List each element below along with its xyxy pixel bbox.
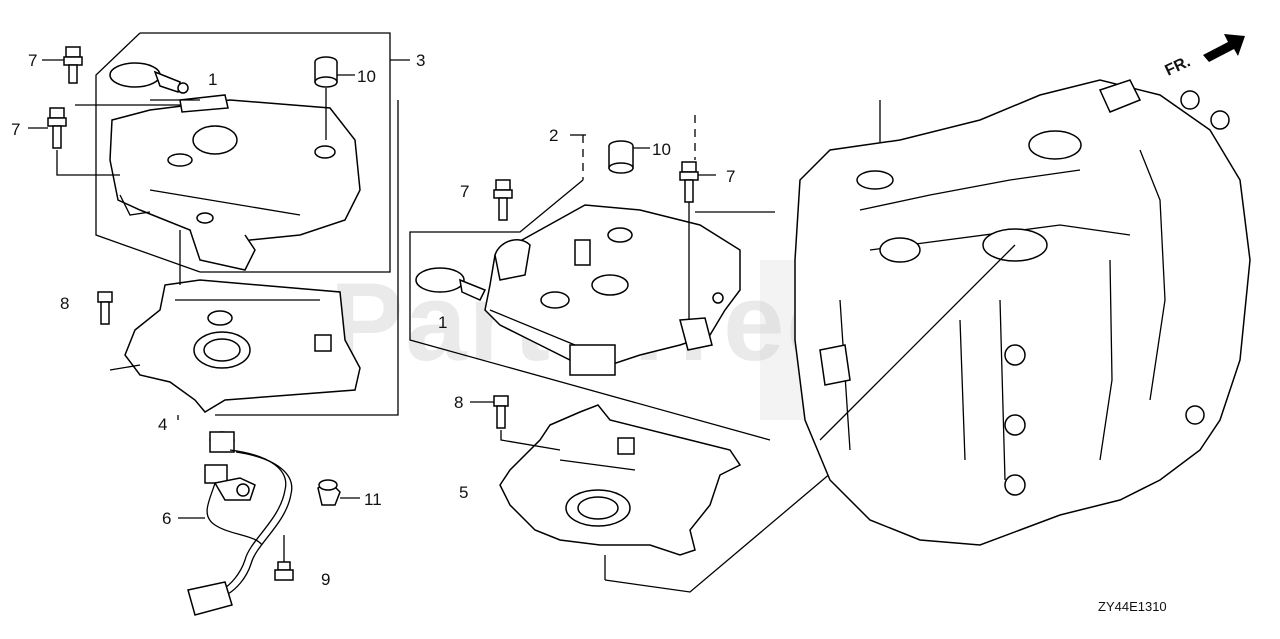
front-direction-arrow: FR. (1163, 34, 1245, 80)
assembly-bracket-4 (177, 100, 399, 420)
callout-5: 5 (459, 483, 468, 502)
callout-3: 3 (416, 51, 425, 70)
callout-7-mid: 7 (11, 120, 20, 139)
drawing-code: ZY44E1310 (1098, 599, 1167, 614)
callout-7-middle: 7 (460, 182, 469, 201)
callout-11: 11 (364, 490, 382, 509)
callout-1-left: 1 (208, 70, 217, 89)
bolt-7-middle (493, 179, 513, 221)
callout-9: 9 (321, 570, 330, 589)
callout-2: 2 (549, 126, 558, 145)
bolt-7-right (679, 161, 716, 320)
callout-6: 6 (162, 509, 171, 528)
callout-7-right: 7 (726, 167, 735, 186)
assembly-bracket-3 (95, 32, 410, 273)
callout-10-middle: 10 (652, 140, 671, 159)
gasket-5 (499, 404, 871, 593)
callout-1-middle: 1 (438, 313, 447, 332)
bolt-7-mid (28, 107, 120, 176)
clip-11 (317, 479, 360, 506)
callout-10-top: 10 (357, 67, 376, 86)
callouts: 7 7 1 10 3 8 4 6 11 9 2 10 7 7 1 8 5 (11, 51, 735, 589)
cap-piece-middle (415, 267, 487, 301)
callout-8-middle: 8 (454, 393, 463, 412)
bolt-7-top (42, 46, 83, 84)
bolt-8-middle (470, 395, 561, 451)
gasket-4 (109, 230, 361, 413)
cap-piece (109, 62, 189, 94)
sensor-harness-6 (178, 431, 293, 616)
direction-label: FR. (1163, 53, 1194, 79)
bolt-8-left (97, 291, 113, 325)
callout-8-left: 8 (60, 294, 69, 313)
bolt-9 (274, 535, 294, 581)
cover-middle (484, 204, 741, 376)
engine-block (794, 79, 1251, 546)
callout-7-top: 7 (28, 51, 37, 70)
callout-4: 4 (158, 415, 167, 434)
cover-upper-left (109, 94, 361, 271)
bolt-10-top (314, 56, 355, 140)
bolt-10-middle (608, 140, 650, 174)
